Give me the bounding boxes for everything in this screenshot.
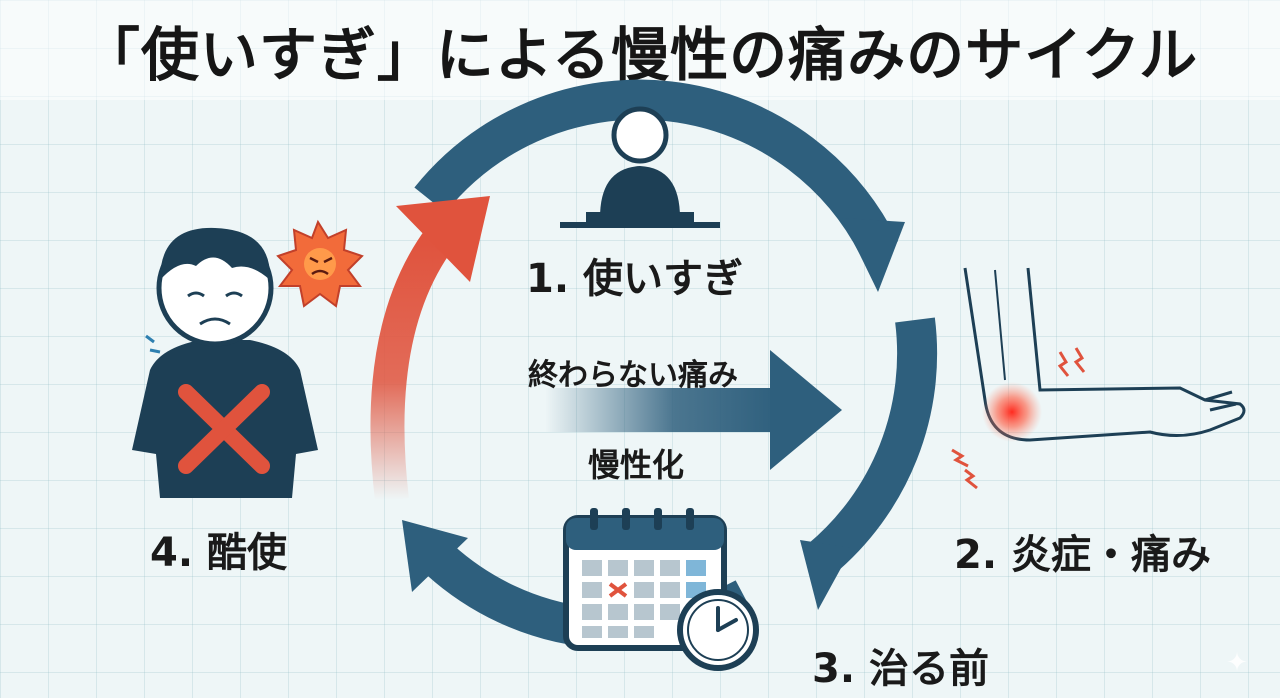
pain-burst-icon — [276, 219, 364, 308]
person-at-desk-icon — [560, 106, 720, 228]
arrow-head-right-bottom — [800, 540, 852, 610]
pain-glow — [982, 382, 1042, 442]
step-2-label: 2. 炎症・痛み — [954, 532, 1211, 578]
clock-icon — [677, 589, 759, 671]
red-rising-arrow — [370, 227, 454, 502]
page-title: 「使いすぎ」による慢性の痛みのサイクル — [0, 0, 1280, 100]
arrow-head-bottom-left — [402, 520, 468, 592]
center-arrow-head — [770, 350, 842, 470]
sparkle-icon: ✦ — [1226, 648, 1248, 678]
x-mark-icon — [178, 384, 270, 474]
red-arrow-head — [396, 196, 490, 282]
step-1-label: 1. 使いすぎ — [526, 256, 743, 302]
arrow-head-top-right — [842, 218, 905, 292]
calendar-x-mark-icon — [608, 582, 628, 598]
center-label-top: 終わらない痛み — [528, 358, 738, 393]
step-4-label: 4. 酷使 — [150, 530, 287, 576]
pain-zap-icon — [951, 347, 1086, 490]
center-label-bottom: 慢性化 — [588, 446, 685, 484]
step-3-label: 3. 治る前 — [812, 646, 989, 692]
center-arrow-shaft — [545, 388, 780, 432]
